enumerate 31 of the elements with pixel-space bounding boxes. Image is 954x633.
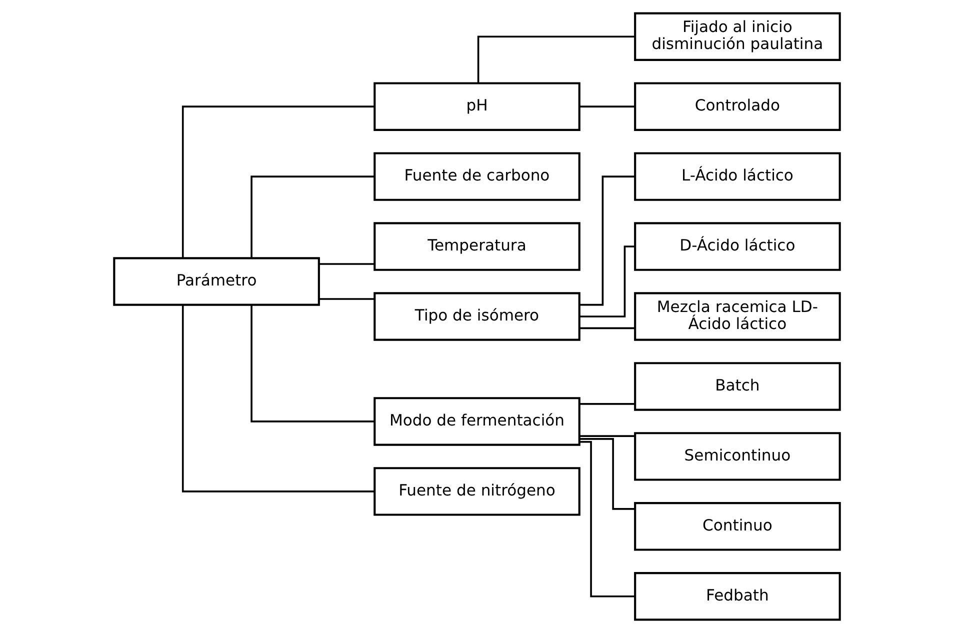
connector	[477, 36, 636, 83]
node-box: Tipo de isómero	[374, 292, 580, 341]
connector	[580, 176, 635, 306]
connector	[250, 305, 374, 422]
node-box: Fedbath	[634, 572, 841, 621]
node-box: Mezcla racemica LD- Ácido láctico	[634, 292, 841, 341]
connector	[182, 106, 375, 258]
connector	[580, 246, 635, 318]
node-box: Temperatura	[374, 222, 580, 271]
node-box: Parámetro	[113, 257, 320, 306]
connector	[580, 403, 635, 405]
connector	[579, 438, 635, 510]
connector	[319, 298, 375, 300]
node-box: Fuente de nitrógeno	[374, 467, 580, 516]
connector	[182, 305, 375, 492]
node-box: Controlado	[634, 82, 841, 131]
node-box: Fuente de carbono	[374, 152, 580, 201]
node-box: D-Ácido láctico	[634, 222, 841, 271]
connector	[580, 106, 635, 108]
node-box: Fijado al inicio disminución paulatina	[634, 12, 841, 61]
node-box: Continuo	[634, 502, 841, 551]
connector	[580, 440, 635, 598]
connector	[580, 435, 635, 437]
node-box: Batch	[634, 362, 841, 411]
node-box: pH	[374, 82, 580, 131]
connector	[319, 263, 375, 265]
node-box: Semicontinuo	[634, 432, 841, 481]
node-box: Modo de fermentación	[374, 397, 580, 446]
connector	[250, 176, 374, 258]
node-box: L-Ácido láctico	[634, 152, 841, 201]
connector	[580, 327, 635, 330]
